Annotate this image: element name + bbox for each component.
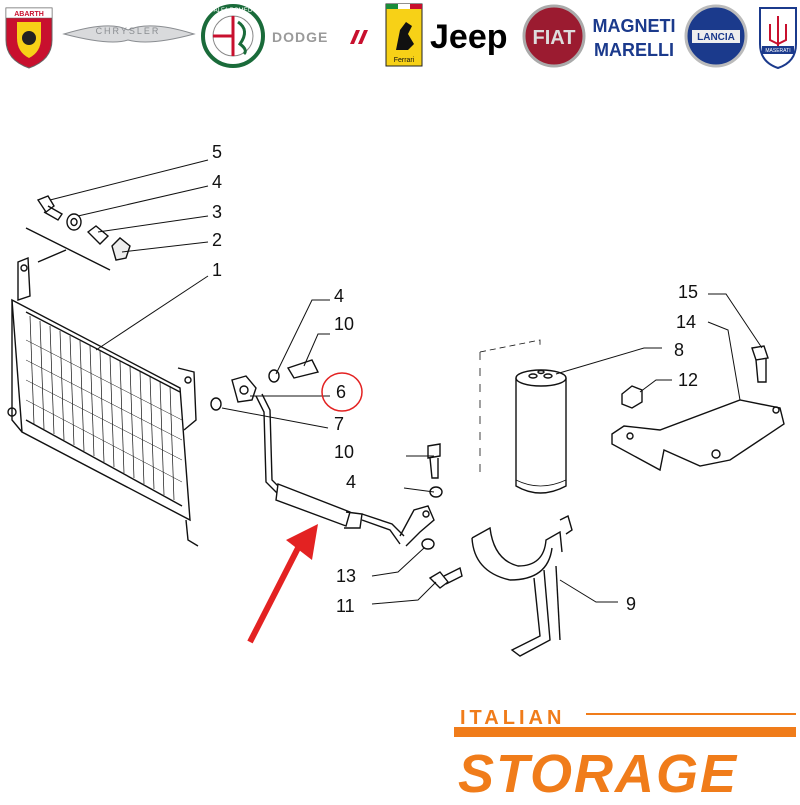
fiat-logo-text: FIAT <box>533 27 576 49</box>
pipe-assembly-part-6 <box>231 375 435 547</box>
brand-logos: ABARTH CHRYSLER ALFA ROMEO DODGE <box>5 3 797 70</box>
callout-8: 8 <box>674 340 684 360</box>
jeep-logo-text: Jeep <box>430 18 508 56</box>
jeep-logo: Jeep <box>430 18 508 56</box>
italian-storage-logo: ITALIAN STORAGE <box>450 700 800 804</box>
magneti-marelli-line1: MAGNETI <box>593 16 676 36</box>
maserati-logo: MASERATI <box>759 7 797 70</box>
ferrari-logo: Ferrari <box>385 3 423 67</box>
dodge-logo: DODGE <box>272 29 368 45</box>
alfa-romeo-logo-text: ALFA ROMEO <box>214 8 253 14</box>
maserati-logo-text: MASERATI <box>765 48 790 54</box>
callout-7: 7 <box>334 414 344 434</box>
support-plate-part-14 <box>611 399 785 472</box>
alfa-romeo-logo: ALFA ROMEO <box>201 4 265 68</box>
highlight-circle <box>321 372 363 412</box>
sleeve-part-3 <box>86 225 110 245</box>
callout-4: 4 <box>212 172 222 192</box>
fiat-logo: FIAT <box>522 4 586 68</box>
callout-9: 9 <box>626 594 636 614</box>
highlight-arrow <box>247 524 318 644</box>
dodge-logo-text: DODGE <box>272 29 328 45</box>
condenser-part <box>7 256 199 547</box>
bolt-part-5 <box>36 195 63 221</box>
parts-diagram: 5 4 3 2 1 4 10 6 7 10 4 13 11 8 12 15 14… <box>0 72 800 692</box>
italian-storage-logo-svg: ITALIAN STORAGE <box>454 707 796 804</box>
callout-10b: 10 <box>334 442 354 462</box>
callout-6: 6 <box>336 382 346 402</box>
callout-4c: 4 <box>346 472 356 492</box>
callout-14: 14 <box>676 312 696 332</box>
abarth-logo: ABARTH <box>5 7 53 69</box>
clamp-bracket-part-9 <box>471 514 573 657</box>
abarth-logo-text: ABARTH <box>14 11 44 18</box>
washer-part-4 <box>66 213 82 231</box>
lancia-logo: LANCIA <box>684 4 748 68</box>
footer-line2: STORAGE <box>458 744 738 800</box>
callout-10: 10 <box>334 314 354 334</box>
callout-4b: 4 <box>334 286 344 306</box>
callout-15: 15 <box>678 282 698 302</box>
o-ring-part-7 <box>210 397 222 411</box>
callout-1: 1 <box>212 260 222 280</box>
callout-5: 5 <box>212 142 222 162</box>
grommet-part-2 <box>111 237 131 261</box>
chrysler-logo-text: CHRYSLER <box>96 26 161 36</box>
brand-logo-strip: ABARTH CHRYSLER ALFA ROMEO DODGE <box>0 0 800 72</box>
receiver-drier-part-8 <box>479 339 567 494</box>
callout-11: 11 <box>336 596 355 616</box>
ferrari-logo-text: Ferrari <box>394 57 415 64</box>
callout-13: 13 <box>336 566 356 586</box>
magneti-marelli-logo: MAGNETI MARELLI <box>593 16 676 60</box>
callout-3: 3 <box>212 202 222 222</box>
bolt-part-15 <box>751 345 769 383</box>
chrysler-logo: CHRYSLER <box>62 25 196 43</box>
parts-diagram-svg: 5 4 3 2 1 4 10 6 7 10 4 13 11 8 12 15 14… <box>7 142 785 657</box>
callout-labels: 5 4 3 2 1 4 10 6 7 10 4 13 11 8 12 15 14… <box>212 142 698 616</box>
lancia-logo-text: LANCIA <box>697 32 735 43</box>
nut-part-12 <box>621 385 643 409</box>
callout-2: 2 <box>212 230 222 250</box>
magneti-marelli-line2: MARELLI <box>594 40 674 60</box>
footer-line1: ITALIAN <box>460 707 565 729</box>
callout-12: 12 <box>678 370 698 390</box>
